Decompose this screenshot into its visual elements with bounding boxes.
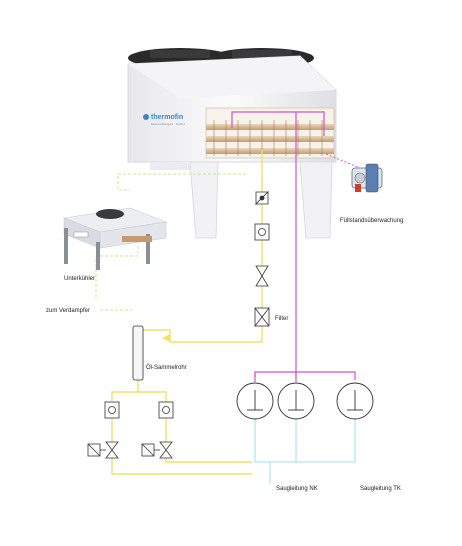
level-switch-icon [351,163,383,193]
solenoid-valve-icon [141,441,173,459]
level-monitoring-label: Füllstandsüberwachung [340,218,403,224]
dashed-line [95,173,246,311]
sight-glass-icon [254,223,270,241]
solenoid-valve-icon [87,441,119,459]
fan-icon [96,209,124,219]
filter-label: Filter [275,316,288,322]
sight-glass-icon [104,401,120,419]
condenser-unit: thermofin heat exchangers · GmbH [127,48,337,239]
compressor-icon [277,382,315,420]
brand-tagline: heat exchangers · GmbH [151,122,185,126]
coil-connection-icon [122,236,152,242]
compressor-icon [236,382,274,420]
brand-name: thermofin [151,114,183,121]
valve-icon [255,265,269,287]
oil-collector-label: Öl-Sammelrohr [146,364,187,371]
sight-glass-icon [158,401,174,419]
suction-tk-label: Saugleitung TK [360,486,401,492]
oil-collector-icon [132,325,144,381]
suction-line [254,418,356,484]
liquid-line [111,150,263,475]
flow-arrow-icon [162,334,170,342]
hot-gas-line [231,111,356,382]
valve-icon [255,191,269,205]
to-evaporator-label: zum Verdampfer [46,308,90,314]
subcooler-unit [62,207,168,270]
compressor-icon [336,382,374,420]
subcooler-label: Unterkühler [64,276,95,282]
suction-nk-label: Saugleitung NK [276,486,318,492]
filter-icon [254,307,270,327]
brand-logo-icon [143,114,149,120]
